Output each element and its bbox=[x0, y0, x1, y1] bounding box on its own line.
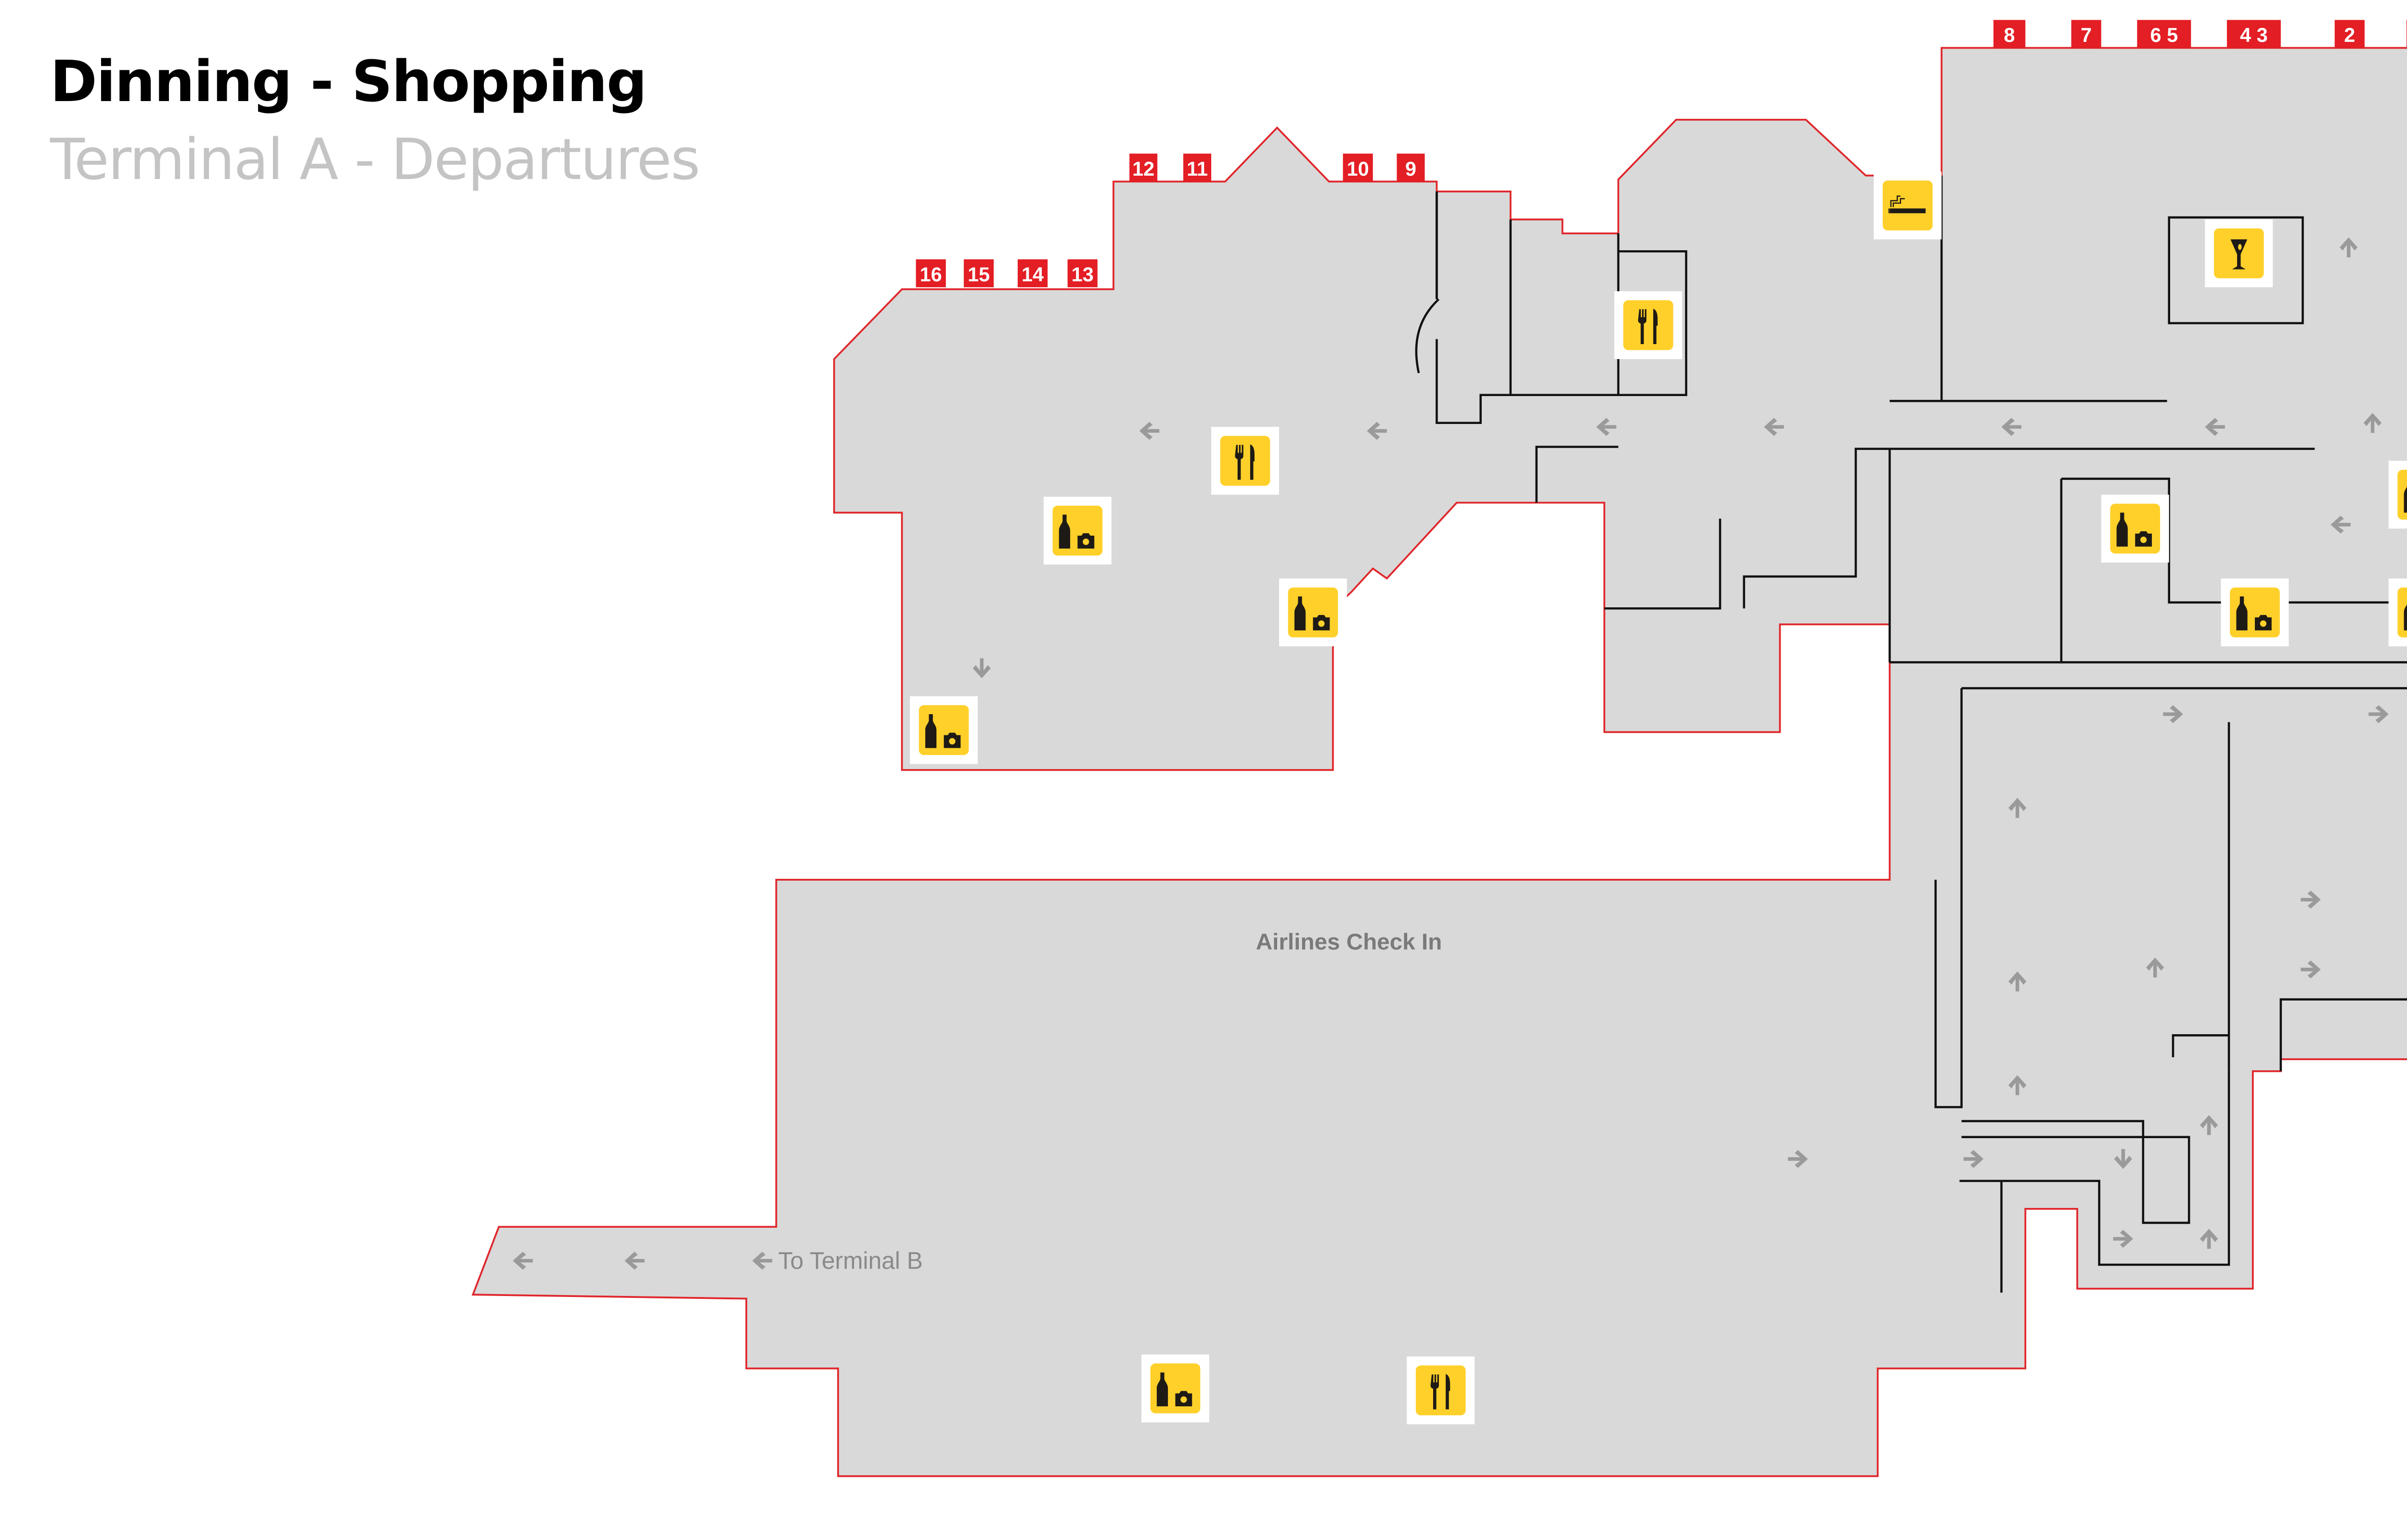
duty-free-shop-icon[interactable] bbox=[2101, 494, 2169, 563]
duty-free-shop-icon[interactable] bbox=[2388, 578, 2407, 647]
duty-free-shop-icon[interactable] bbox=[910, 696, 978, 764]
gate-7: 7 bbox=[2071, 20, 2101, 48]
gate-8: 8 bbox=[1993, 20, 2026, 48]
restaurant-icon[interactable] bbox=[1614, 291, 1682, 359]
restaurant-icon[interactable] bbox=[1407, 1356, 1475, 1424]
bar-cocktail-icon[interactable] bbox=[2205, 219, 2273, 287]
gate-2: 2 bbox=[2334, 20, 2365, 48]
duty-free-shop-icon[interactable] bbox=[1279, 578, 1347, 647]
terminal-floor-outline bbox=[471, 47, 2407, 1477]
duty-free-shop-icon[interactable] bbox=[1043, 497, 1112, 565]
to-terminal-b-label[interactable]: To Terminal B bbox=[778, 1247, 923, 1274]
svg-text:12: 12 bbox=[1132, 157, 1154, 180]
gate-11: 11 bbox=[1183, 154, 1212, 182]
points-of-interest bbox=[910, 171, 2407, 1424]
gate-6-5: 6 5 bbox=[2137, 20, 2191, 48]
gate-16: 16 bbox=[916, 259, 946, 287]
svg-text:4 3: 4 3 bbox=[2240, 24, 2268, 46]
svg-text:11: 11 bbox=[1187, 157, 1208, 180]
svg-text:8: 8 bbox=[2004, 24, 2015, 46]
airlines-check-in-label: Airlines Check In bbox=[1256, 929, 1442, 955]
duty-free-shop-icon[interactable] bbox=[2388, 461, 2407, 529]
svg-text:15: 15 bbox=[968, 263, 990, 285]
svg-text:16: 16 bbox=[920, 263, 942, 285]
gate-9: 9 bbox=[1397, 154, 1425, 182]
gate-15: 15 bbox=[964, 259, 994, 287]
restaurant-icon[interactable] bbox=[1211, 427, 1279, 495]
page-subtitle: Terminal A - Departures bbox=[50, 126, 700, 192]
smoking-area-icon[interactable] bbox=[1874, 171, 1942, 240]
gate-13: 13 bbox=[1067, 259, 1098, 287]
gate-10: 10 bbox=[1343, 154, 1373, 182]
svg-text:10: 10 bbox=[1347, 157, 1369, 180]
svg-text:2: 2 bbox=[2344, 24, 2355, 46]
interior-walls bbox=[1415, 175, 2407, 1293]
gate-4-3: 4 3 bbox=[2226, 20, 2281, 48]
svg-text:6 5: 6 5 bbox=[2150, 24, 2178, 46]
gate-14: 14 bbox=[1017, 259, 1048, 287]
duty-free-shop-icon[interactable] bbox=[2221, 578, 2289, 647]
svg-text:7: 7 bbox=[2081, 24, 2092, 46]
page-title: Dinning - Shopping bbox=[50, 48, 647, 115]
svg-text:13: 13 bbox=[1072, 263, 1094, 285]
svg-text:9: 9 bbox=[1405, 157, 1416, 180]
svg-text:14: 14 bbox=[1022, 263, 1044, 285]
duty-free-shop-icon[interactable] bbox=[1141, 1354, 1209, 1423]
gate-12: 12 bbox=[1129, 154, 1158, 182]
